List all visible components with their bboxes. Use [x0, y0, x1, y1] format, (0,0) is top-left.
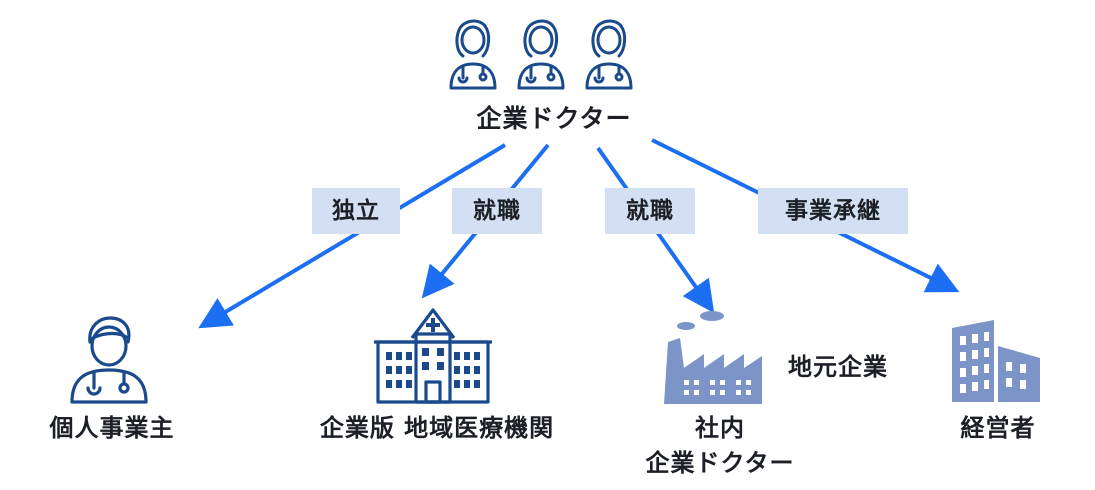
female-doctor-group-icon	[449, 19, 633, 90]
edge-tag-jigyoshokei: 事業承継	[758, 188, 908, 234]
edge-tag-shushoku-left: 就職	[452, 188, 542, 234]
edge-tag-dokuritsu: 独立	[312, 188, 400, 234]
root-label: 企業ドクター	[476, 104, 632, 133]
edge-tag-shushoku-right: 就職	[605, 188, 695, 234]
target-label-shanai-line2: 企業ドクター	[645, 449, 795, 477]
target-label-chiiki: 企業版 地域医療機関	[319, 414, 555, 442]
target-label-keieisha: 経営者	[960, 414, 1036, 442]
side-label-jimoto-kigyo: 地元企業	[788, 353, 888, 381]
office-building-icon	[952, 320, 1040, 402]
hospital-icon	[374, 308, 492, 404]
male-doctor-icon	[70, 316, 148, 404]
target-label-shanai-line1: 社内	[695, 414, 745, 442]
target-label-kojin: 個人事業主	[49, 414, 175, 442]
factory-icon	[664, 311, 762, 404]
